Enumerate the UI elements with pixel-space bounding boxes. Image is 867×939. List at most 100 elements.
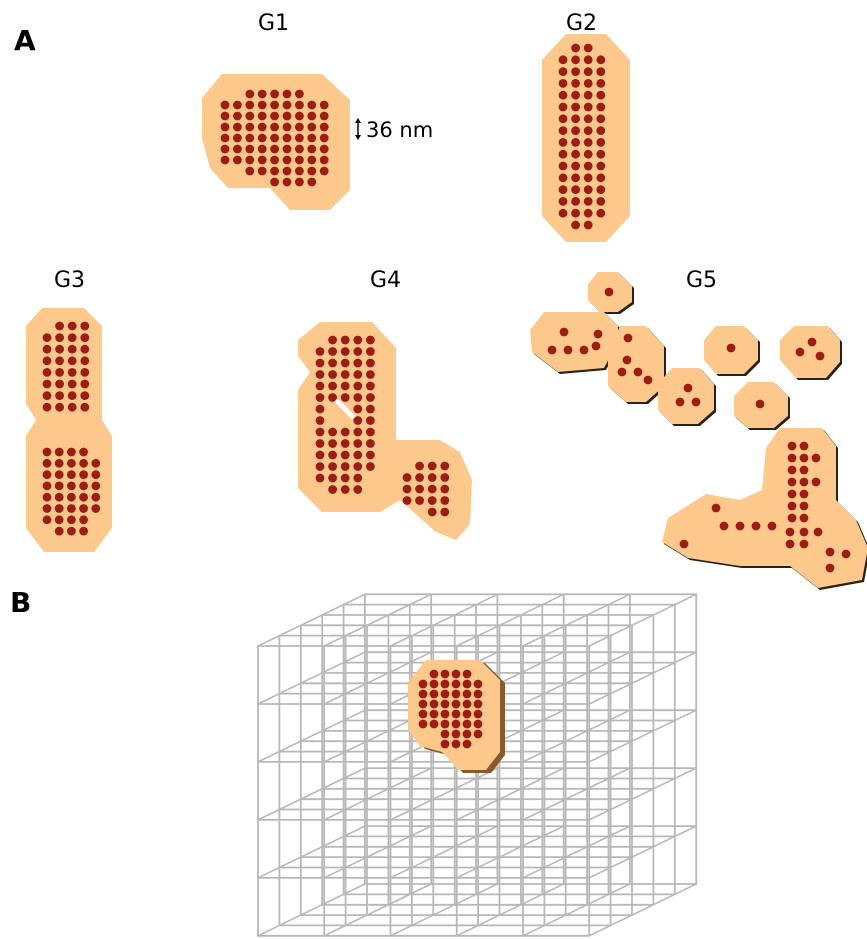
lattice-line xyxy=(257,593,366,647)
patch-dot xyxy=(340,393,350,402)
patch-dot xyxy=(583,161,593,171)
patch-dot xyxy=(307,166,317,176)
patch-dot xyxy=(583,79,593,88)
lattice-line xyxy=(257,883,366,937)
patch-dot xyxy=(340,450,350,460)
patch-dot xyxy=(429,679,439,689)
patch-dot xyxy=(547,345,557,355)
patch-dot xyxy=(353,473,363,483)
patch-dot xyxy=(80,356,90,366)
patch-dot xyxy=(415,496,424,505)
group-label-g3: G3 xyxy=(54,268,85,293)
patch-dot xyxy=(307,111,317,121)
patch-dot xyxy=(340,462,350,471)
patch-dot xyxy=(295,89,304,99)
patch-dot xyxy=(295,166,304,176)
scale-bar-arrow-up xyxy=(355,118,361,123)
patch-dot xyxy=(418,719,428,729)
patch-dot xyxy=(558,126,568,135)
patch-dot xyxy=(282,133,292,143)
patch-dot xyxy=(451,669,461,679)
patch-dot xyxy=(473,679,483,689)
patch-dot xyxy=(295,122,304,132)
patch-dot xyxy=(366,450,375,460)
patch-dot xyxy=(583,67,593,76)
group-label-g2: G2 xyxy=(566,11,597,36)
patch-dot xyxy=(340,439,350,448)
patch-dot xyxy=(440,719,450,729)
patch-dot xyxy=(307,122,317,132)
patch-dot xyxy=(353,404,363,414)
patch-dot xyxy=(257,133,267,143)
patch-dot xyxy=(340,473,350,483)
patch-dot xyxy=(220,122,230,132)
patch-dot xyxy=(451,739,461,749)
patch-dot xyxy=(270,100,279,110)
patch-dot xyxy=(340,485,350,494)
patch-dot xyxy=(418,689,428,699)
lattice-line xyxy=(323,825,433,879)
patch-dot xyxy=(473,699,483,709)
patch-dot xyxy=(328,485,337,494)
patch-dot xyxy=(558,161,568,171)
patch-dot xyxy=(451,689,461,699)
patch-dot xyxy=(220,155,230,165)
patch-dot xyxy=(245,133,255,143)
patch-dot xyxy=(353,381,363,391)
patch-dot xyxy=(80,321,90,331)
patch-dot xyxy=(315,381,325,391)
patch-dot xyxy=(583,197,593,206)
patch-dot xyxy=(340,347,350,356)
patch-dot xyxy=(353,370,363,379)
patch-dot xyxy=(558,79,568,88)
lattice-line xyxy=(588,593,698,647)
patch-dot xyxy=(451,729,461,739)
patch-dot xyxy=(257,155,267,165)
patch-dot xyxy=(787,513,797,523)
patch-dot xyxy=(315,404,325,414)
patch-dot xyxy=(295,111,304,121)
patch-dot xyxy=(558,149,568,159)
patch-dot xyxy=(319,122,329,132)
patch-dot xyxy=(799,539,809,549)
patch-dot xyxy=(80,379,90,389)
patch-dot xyxy=(596,67,606,76)
patch-dot xyxy=(451,719,461,729)
patch-dot xyxy=(591,341,601,351)
patch-dot xyxy=(440,739,450,749)
patch-gap xyxy=(334,398,356,420)
patch-dot xyxy=(799,489,809,499)
patch-dot xyxy=(558,138,568,147)
patch-dot xyxy=(220,111,230,121)
patch-dot xyxy=(319,166,329,176)
patch-dot xyxy=(785,539,795,549)
panel-b-label: B xyxy=(10,586,31,619)
patch-dot xyxy=(583,208,593,218)
patch-dot xyxy=(55,402,64,412)
patch-dot xyxy=(462,679,472,689)
patch-dot xyxy=(787,465,797,475)
lattice-line xyxy=(257,767,366,821)
patch-dot xyxy=(623,333,633,343)
lattice-line xyxy=(588,709,698,763)
patch-dot xyxy=(462,729,472,739)
patch-dot xyxy=(473,689,483,699)
patch-dot xyxy=(691,397,701,407)
patch-dot xyxy=(366,427,375,437)
patch-dot xyxy=(440,669,450,679)
patch-dot xyxy=(440,507,450,517)
patch-dot xyxy=(79,470,88,479)
patch-dot xyxy=(451,709,461,719)
patch-dot xyxy=(427,473,437,482)
patch-dot xyxy=(55,333,64,342)
patch-dot xyxy=(799,465,809,475)
patch-dot xyxy=(245,111,255,121)
lattice-line xyxy=(323,767,433,821)
patch-dot xyxy=(42,333,52,342)
patch-dot xyxy=(328,450,337,460)
patch-dot xyxy=(79,515,88,525)
patch-dot xyxy=(270,133,279,143)
patch-dot xyxy=(787,441,797,451)
patch-dot xyxy=(429,699,439,709)
